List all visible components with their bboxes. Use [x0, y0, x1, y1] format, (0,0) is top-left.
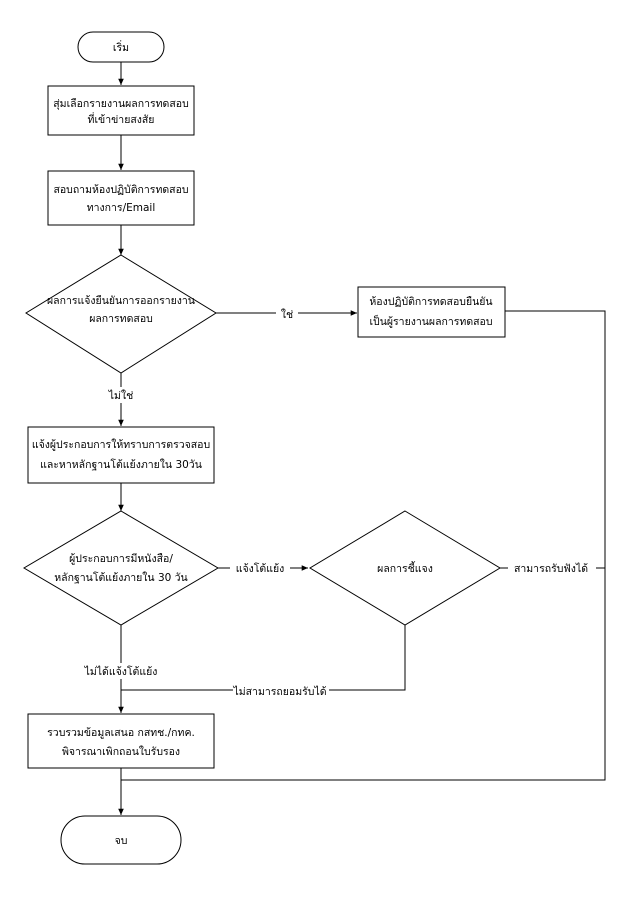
connector-decision3-accept [500, 567, 606, 780]
decision1-yes-label: ใช่ [281, 308, 293, 321]
decision-operator-objection-line1: ผู้ประกอบการมีหนังสือ/ [69, 552, 173, 565]
end-terminator: จบ [60, 815, 182, 865]
decision-confirm-report-line1: ผลการแจ้งยืนยันการออกรายงาน [47, 294, 195, 307]
decision-confirm-report-line2: ผลการทดสอบ [89, 313, 153, 325]
decision1-no-label: ไม่ใช่ [108, 389, 133, 402]
connector-decision3-reject [121, 625, 406, 691]
step-inquire-lab-box: สอบถามห้องปฏิบัติการทดสอบ ทางการ/Email [47, 170, 195, 226]
decision-explanation-result-label: ผลการชี้แจง [377, 561, 433, 575]
step-compile-data-line1: รวบรวมข้อมูลเสนอ กสทช./กทค. [47, 727, 195, 739]
step-notify-operator-line1: แจ้งผู้ประกอบการให้ทราบการตรวจสอบ [32, 438, 210, 451]
start-terminator: เริ่ม [77, 31, 165, 63]
decision-operator-objection: ผู้ประกอบการมีหนังสือ/ หลักฐานโต้แย้งภาย… [23, 510, 219, 626]
step-select-report-line1: สุ่มเลือกรายงานผลการทดสอบ [53, 97, 189, 110]
lab-confirm-line2: เป็นผู้รายงานผลการทดสอบ [369, 314, 492, 328]
step-select-report-line2: ที่เข้าข่ายสงสัย [88, 112, 155, 126]
step-inquire-lab-line1: สอบถามห้องปฏิบัติการทดสอบ [53, 184, 188, 196]
lab-confirm-line1: ห้องปฏิบัติการทดสอบยืนยัน [369, 295, 492, 308]
step-compile-data-line2: พิจารณาเพิกถอนใบรับรอง [62, 745, 180, 758]
decision2-yes-label: แจ้งโต้แย้ง [236, 562, 285, 575]
decision3-accept-label: สามารถรับฟังได้ [514, 562, 588, 575]
decision-explanation-result: ผลการชี้แจง [309, 510, 501, 626]
decision3-reject-label: ไม่สามารถยอมรับได้ [232, 685, 326, 698]
decision-operator-objection-line2: หลักฐานโต้แย้งภายใน 30 วัน [54, 571, 187, 584]
end-label: จบ [115, 835, 128, 847]
lab-confirm-box: ห้องปฏิบัติการทดสอบยืนยัน เป็นผู้รายงานผ… [357, 286, 506, 338]
step-notify-operator-line2: และหาหลักฐานโต้แย้งภายใน 30วัน [40, 458, 202, 471]
decision2-no-label: ไม่ได้แจ้งโต้แย้ง [84, 665, 158, 678]
step-select-report-box: สุ่มเลือกรายงานผลการทดสอบ ที่เข้าข่ายสงส… [47, 85, 195, 136]
decision-confirm-report: ผลการแจ้งยืนยันการออกรายงาน ผลการทดสอบ [25, 254, 217, 374]
step-notify-operator-box: แจ้งผู้ประกอบการให้ทราบการตรวจสอบ และหาห… [27, 426, 215, 484]
start-label: เริ่ม [113, 40, 129, 54]
connector-lab-confirm-to-end [121, 310, 606, 781]
step-compile-data-box: รวบรวมข้อมูลเสนอ กสทช./กทค. พิจารณาเพิกถ… [27, 713, 215, 769]
step-inquire-lab-line2: ทางการ/Email [87, 202, 156, 214]
